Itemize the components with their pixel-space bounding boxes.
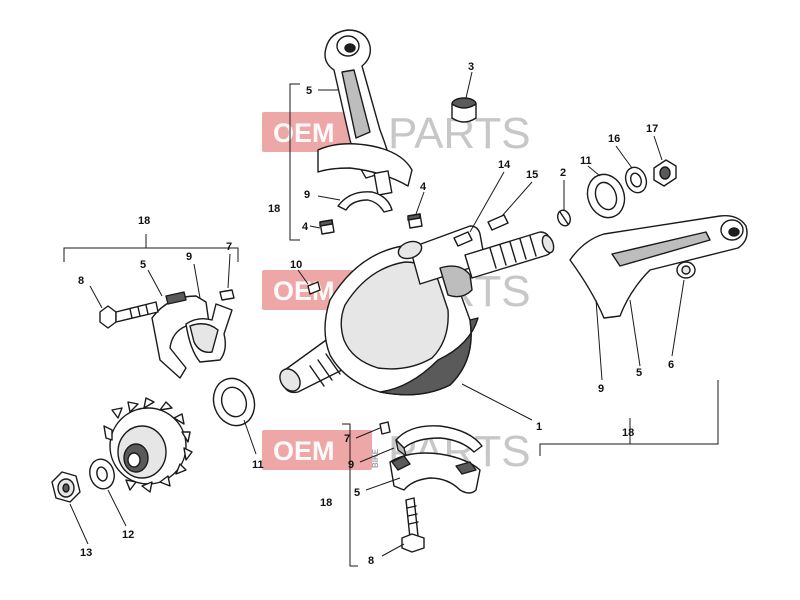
leader-9c (595, 299, 603, 381)
callout-13: 13 (80, 547, 92, 559)
dowel-14 (453, 231, 473, 247)
nut-4-upper-right (407, 213, 423, 229)
callout-10: 10 (290, 259, 302, 271)
callout-5-left: 5 (140, 259, 146, 271)
callout-18-lower: 18 (320, 497, 332, 509)
callout-9-top: 9 (304, 189, 310, 201)
brace-18-top (289, 83, 300, 241)
leader-7a (227, 253, 231, 289)
callout-5-right: 5 (636, 367, 642, 379)
spacer-2 (557, 209, 571, 227)
leader-14 (469, 171, 505, 233)
leader-9d (359, 447, 395, 463)
leader-5b (147, 269, 163, 297)
callout-15: 15 (526, 169, 538, 181)
callout-5-top: 5 (306, 85, 312, 97)
callout-11-left: 11 (252, 459, 264, 471)
callout-8-left: 8 (78, 275, 84, 287)
plug-3 (451, 97, 477, 123)
dowel-15 (487, 214, 509, 231)
callout-14: 14 (498, 159, 511, 171)
brace-18-lower (342, 423, 358, 567)
connecting-rod-upper (317, 29, 413, 196)
seal-ring-11-left (212, 377, 256, 427)
callout-16: 16 (608, 133, 620, 145)
leader-5c (629, 299, 641, 367)
svg-text:OEM: OEM (273, 436, 335, 466)
leader-7b (355, 427, 381, 439)
leader-9b (317, 195, 341, 201)
nut-17 (653, 159, 677, 187)
leader-17 (653, 135, 663, 161)
callout-11-right: 11 (580, 155, 592, 167)
callout-9-lower: 9 (348, 459, 354, 471)
leader-3 (465, 71, 473, 99)
leader-16 (615, 145, 633, 169)
brace-18-left (63, 234, 239, 262)
bearing-shells-upper (337, 191, 393, 213)
leader-11a (243, 419, 257, 455)
callout-6: 6 (668, 359, 674, 371)
callout-18-top: 18 (268, 203, 280, 215)
leader-6 (671, 279, 685, 357)
nut-13 (51, 471, 81, 503)
callout-12: 12 (122, 529, 134, 541)
callout-9-right: 9 (598, 383, 604, 395)
callout-3: 3 (468, 61, 474, 73)
callout-18-left: 18 (138, 215, 150, 227)
callout-17: 17 (646, 123, 658, 135)
callout-5-lower: 5 (354, 487, 360, 499)
callout-4-left: 4 (302, 221, 309, 233)
washer-12 (89, 458, 115, 490)
callout-2: 2 (560, 167, 566, 179)
leader-8a (89, 285, 103, 309)
timing-gear-12 (103, 397, 193, 493)
seal-ring-11-right (586, 173, 626, 219)
leader-15 (501, 181, 533, 217)
callout-4-upper: 4 (420, 181, 427, 193)
leader-13 (69, 503, 89, 545)
leader-4a (415, 191, 425, 215)
leader-5d (365, 477, 401, 491)
svg-text:BIKE: BIKE (371, 448, 380, 468)
watermark-top: OEM BIKE PARTS (262, 109, 531, 158)
pin-10 (307, 281, 321, 295)
bolt-8-lower (401, 497, 425, 553)
crankshaft (279, 225, 555, 396)
washer-16 (624, 166, 648, 194)
nut-4-left (319, 219, 335, 235)
bearing-cap-lower (389, 452, 481, 494)
bearing-cap-left (151, 291, 233, 379)
gear-teeth (103, 397, 193, 493)
svg-text:OEM: OEM (273, 276, 335, 306)
callout-18-right: 18 (622, 427, 634, 439)
dowel-7-left (219, 289, 235, 301)
leader-10 (297, 269, 309, 285)
leader-4b (309, 225, 321, 229)
leader-1 (461, 383, 533, 421)
connecting-rod-right (569, 215, 748, 319)
callout-9-left: 9 (186, 251, 192, 263)
bolt-8-left (99, 301, 159, 329)
dowel-7-lower (379, 421, 391, 435)
brace-18-right (539, 380, 719, 456)
leader-9a (193, 263, 201, 299)
callout-7-lower: 7 (344, 433, 350, 445)
callout-8-lower: 8 (368, 555, 374, 567)
leader-11b (587, 165, 601, 177)
leader-12 (107, 489, 127, 527)
callout-7-left: 7 (226, 241, 232, 253)
leader-8b (381, 543, 405, 557)
svg-text:OEM: OEM (273, 118, 335, 148)
callout-1: 1 (536, 421, 542, 433)
